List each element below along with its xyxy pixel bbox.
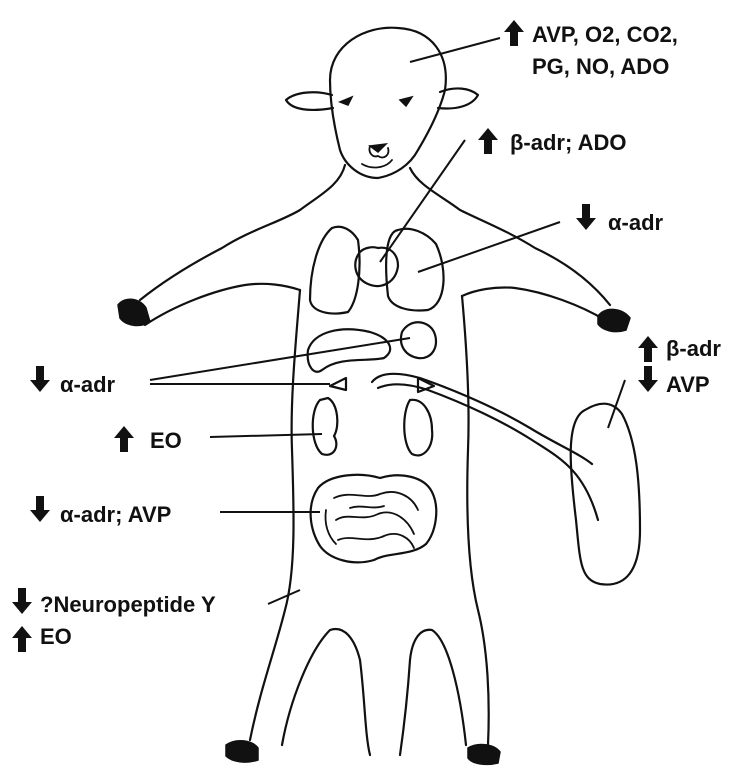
heart-leader <box>380 140 465 262</box>
head-label-line1: AVP, O2, CO2, <box>532 22 678 47</box>
placenta-up-arrow-icon <box>638 336 658 362</box>
lung-label: α-adr <box>608 210 664 235</box>
left-lung <box>310 227 360 314</box>
placenta-down-arrow-icon <box>638 366 658 392</box>
kidney-up-arrow-icon <box>114 426 134 452</box>
liver-adrenal-label: α-adr <box>60 372 116 397</box>
left-kidney <box>313 398 338 455</box>
carcass-label-line2: EO <box>40 624 72 649</box>
carcass-down-arrow-icon <box>12 588 32 614</box>
heart <box>355 247 398 286</box>
carcass-up-arrow-icon <box>12 626 32 652</box>
lung-down-arrow-icon <box>576 204 596 230</box>
right-kidney <box>404 400 432 456</box>
head-leader <box>410 38 500 62</box>
umbilical-cord <box>372 374 598 520</box>
kidney-leader <box>210 434 322 437</box>
carcass-leader <box>268 590 300 604</box>
left-adrenal <box>330 378 346 390</box>
kidney-label: EO <box>150 428 182 453</box>
placenta-label-line2: AVP <box>666 372 710 397</box>
intestines <box>311 475 437 563</box>
placenta <box>571 404 640 585</box>
head-up-arrow-icon <box>504 20 524 46</box>
stomach <box>401 322 436 358</box>
heart-label: β-adr; ADO <box>510 130 627 155</box>
sheep-hooves <box>118 299 630 764</box>
heart-up-arrow-icon <box>478 128 498 154</box>
liver <box>308 329 390 371</box>
gut-down-arrow-icon <box>30 496 50 522</box>
carcass-label-line1: ?Neuropeptide Y <box>40 592 216 617</box>
lung-leader <box>418 222 560 272</box>
gut-label: α-adr; AVP <box>60 502 171 527</box>
head-label-line2: PG, NO, ADO <box>532 54 669 79</box>
liver-adrenal-down-arrow-icon <box>30 366 50 392</box>
placenta-label-line1: β-adr <box>666 336 721 361</box>
